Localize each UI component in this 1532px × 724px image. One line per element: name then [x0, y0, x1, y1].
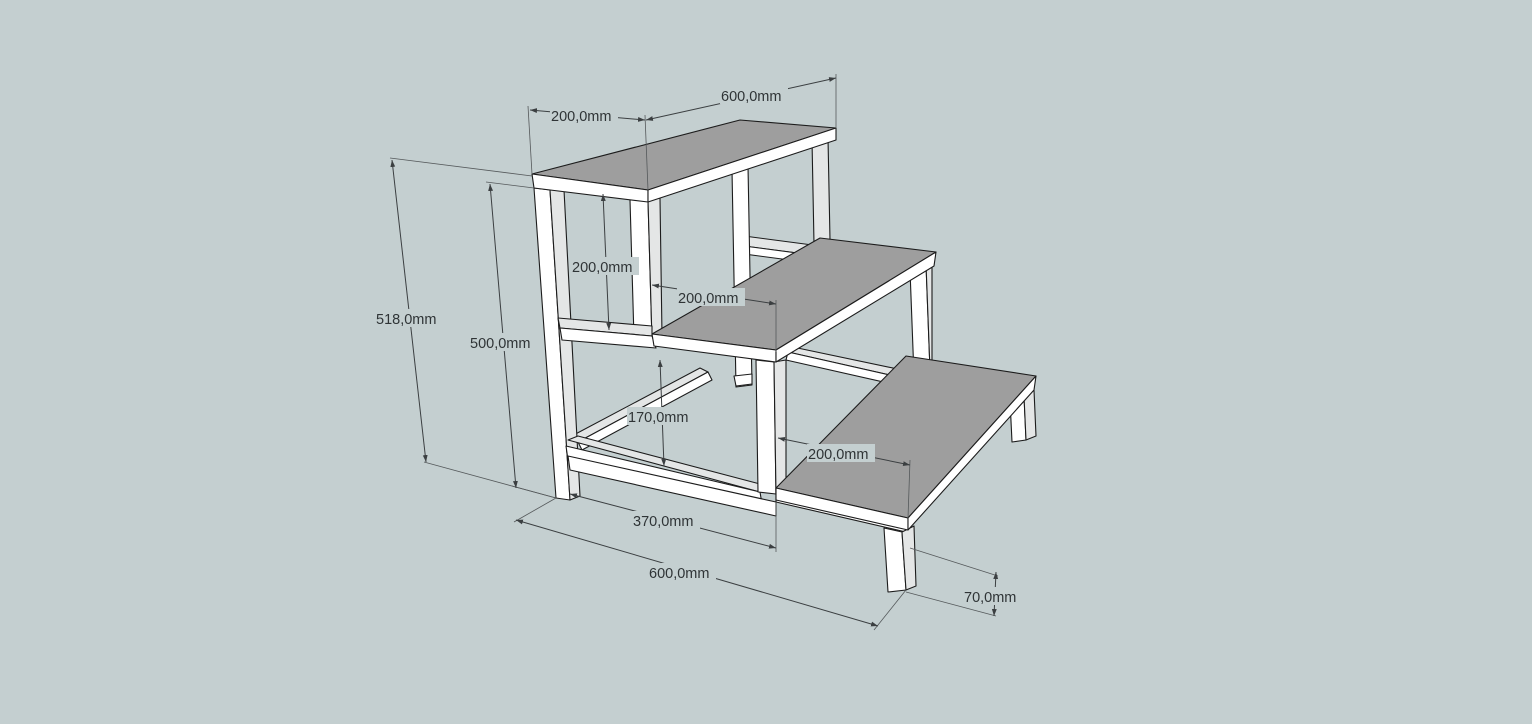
- dim-label: 70,0mm: [964, 590, 1016, 606]
- dim-top-depth: 200,0mm: [527, 105, 649, 191]
- dimension-annotations: 200,0mm 600,0mm 518,0mm 500,0mm: [375, 74, 1024, 631]
- lower-tread: [775, 355, 1037, 531]
- dim-mid-step-depth: 200,0mm: [651, 283, 777, 352]
- dim-label: 170,0mm: [628, 410, 688, 426]
- dim-label: 600,0mm: [721, 89, 781, 105]
- dim-label: 518,0mm: [376, 312, 436, 328]
- dim-top-step-rise: 200,0mm: [571, 193, 639, 331]
- dim-top-width: 600,0mm: [645, 74, 837, 128]
- dim-label: 370,0mm: [633, 514, 693, 530]
- dim-low-step-depth: 200,0mm: [777, 437, 911, 519]
- dim-total-height: 518,0mm: [375, 157, 557, 499]
- dim-label: 200,0mm: [678, 291, 738, 307]
- dim-front-width: 600,0mm: [513, 497, 907, 631]
- dim-label: 200,0mm: [551, 109, 611, 125]
- middle-tread: [651, 237, 937, 363]
- middle-front-post: [755, 359, 787, 495]
- dim-label: 200,0mm: [572, 260, 632, 276]
- dim-frame-height: 500,0mm: [469, 181, 557, 499]
- dim-label: 600,0mm: [649, 566, 709, 582]
- top-tread: [531, 119, 837, 203]
- stool-geometry: [531, 119, 1037, 593]
- dim-label: 500,0mm: [470, 336, 530, 352]
- front-right-leg: [883, 525, 917, 593]
- dim-leg-height: 70,0mm: [905, 547, 1024, 617]
- dim-label: 200,0mm: [808, 447, 868, 463]
- dim-mid-step-rise: 170,0mm: [627, 359, 695, 467]
